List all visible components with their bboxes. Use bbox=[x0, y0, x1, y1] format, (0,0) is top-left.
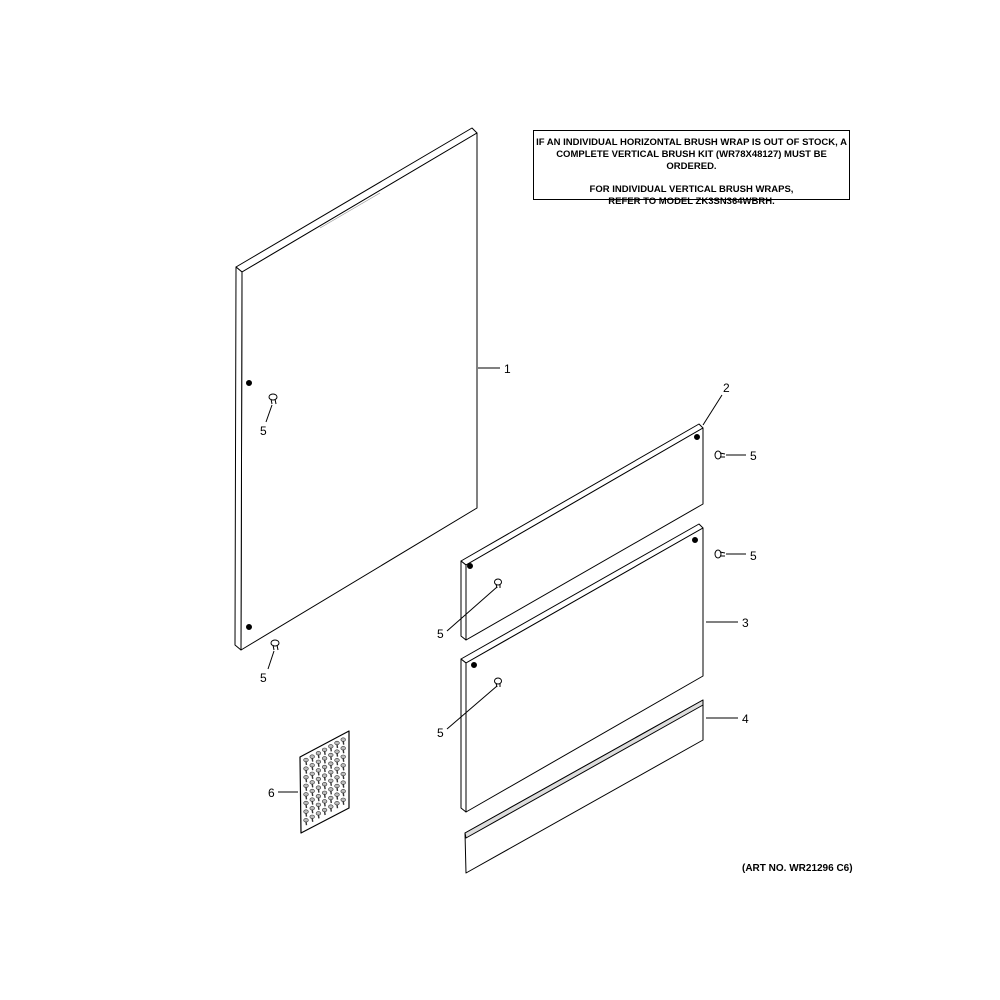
note-line: REFER TO MODEL ZK3SN364WBRH. bbox=[608, 196, 775, 207]
note-line: COMPLETE VERTICAL BRUSH KIT (WR78X48127)… bbox=[556, 149, 827, 172]
callout-5: 5 bbox=[260, 671, 267, 685]
art-number: (ART NO. WR21296 C6) bbox=[742, 863, 853, 874]
ordering-note: IF AN INDIVIDUAL HORIZONTAL BRUSH WRAP I… bbox=[533, 130, 850, 207]
callout-4: 4 bbox=[742, 712, 749, 726]
callout-5: 5 bbox=[750, 449, 757, 463]
callout-5: 5 bbox=[260, 424, 267, 438]
screw[interactable] bbox=[714, 549, 726, 559]
side-panel[interactable] bbox=[234, 127, 478, 651]
note-line: FOR INDIVIDUAL VERTICAL BRUSH WRAPS, bbox=[589, 184, 794, 195]
screw-pack[interactable] bbox=[299, 730, 350, 834]
note-line: IF AN INDIVIDUAL HORIZONTAL BRUSH WRAP I… bbox=[536, 137, 847, 148]
upper-drawer-panel[interactable] bbox=[460, 423, 704, 641]
callout-3: 3 bbox=[742, 616, 749, 630]
callout-2: 2 bbox=[723, 381, 730, 395]
lower-drawer-panel[interactable] bbox=[460, 523, 704, 813]
toe-kick-trim[interactable] bbox=[464, 699, 704, 874]
callout-5: 5 bbox=[437, 627, 444, 641]
screw[interactable] bbox=[494, 578, 502, 589]
callout-1: 1 bbox=[504, 362, 511, 376]
callout-5: 5 bbox=[750, 549, 757, 563]
callout-5: 5 bbox=[437, 726, 444, 740]
screw[interactable] bbox=[714, 450, 726, 460]
callout-6: 6 bbox=[268, 786, 275, 800]
leader-lines bbox=[265, 367, 746, 793]
screw[interactable] bbox=[268, 393, 278, 405]
screw[interactable] bbox=[270, 639, 280, 651]
screw-grid bbox=[303, 737, 346, 826]
